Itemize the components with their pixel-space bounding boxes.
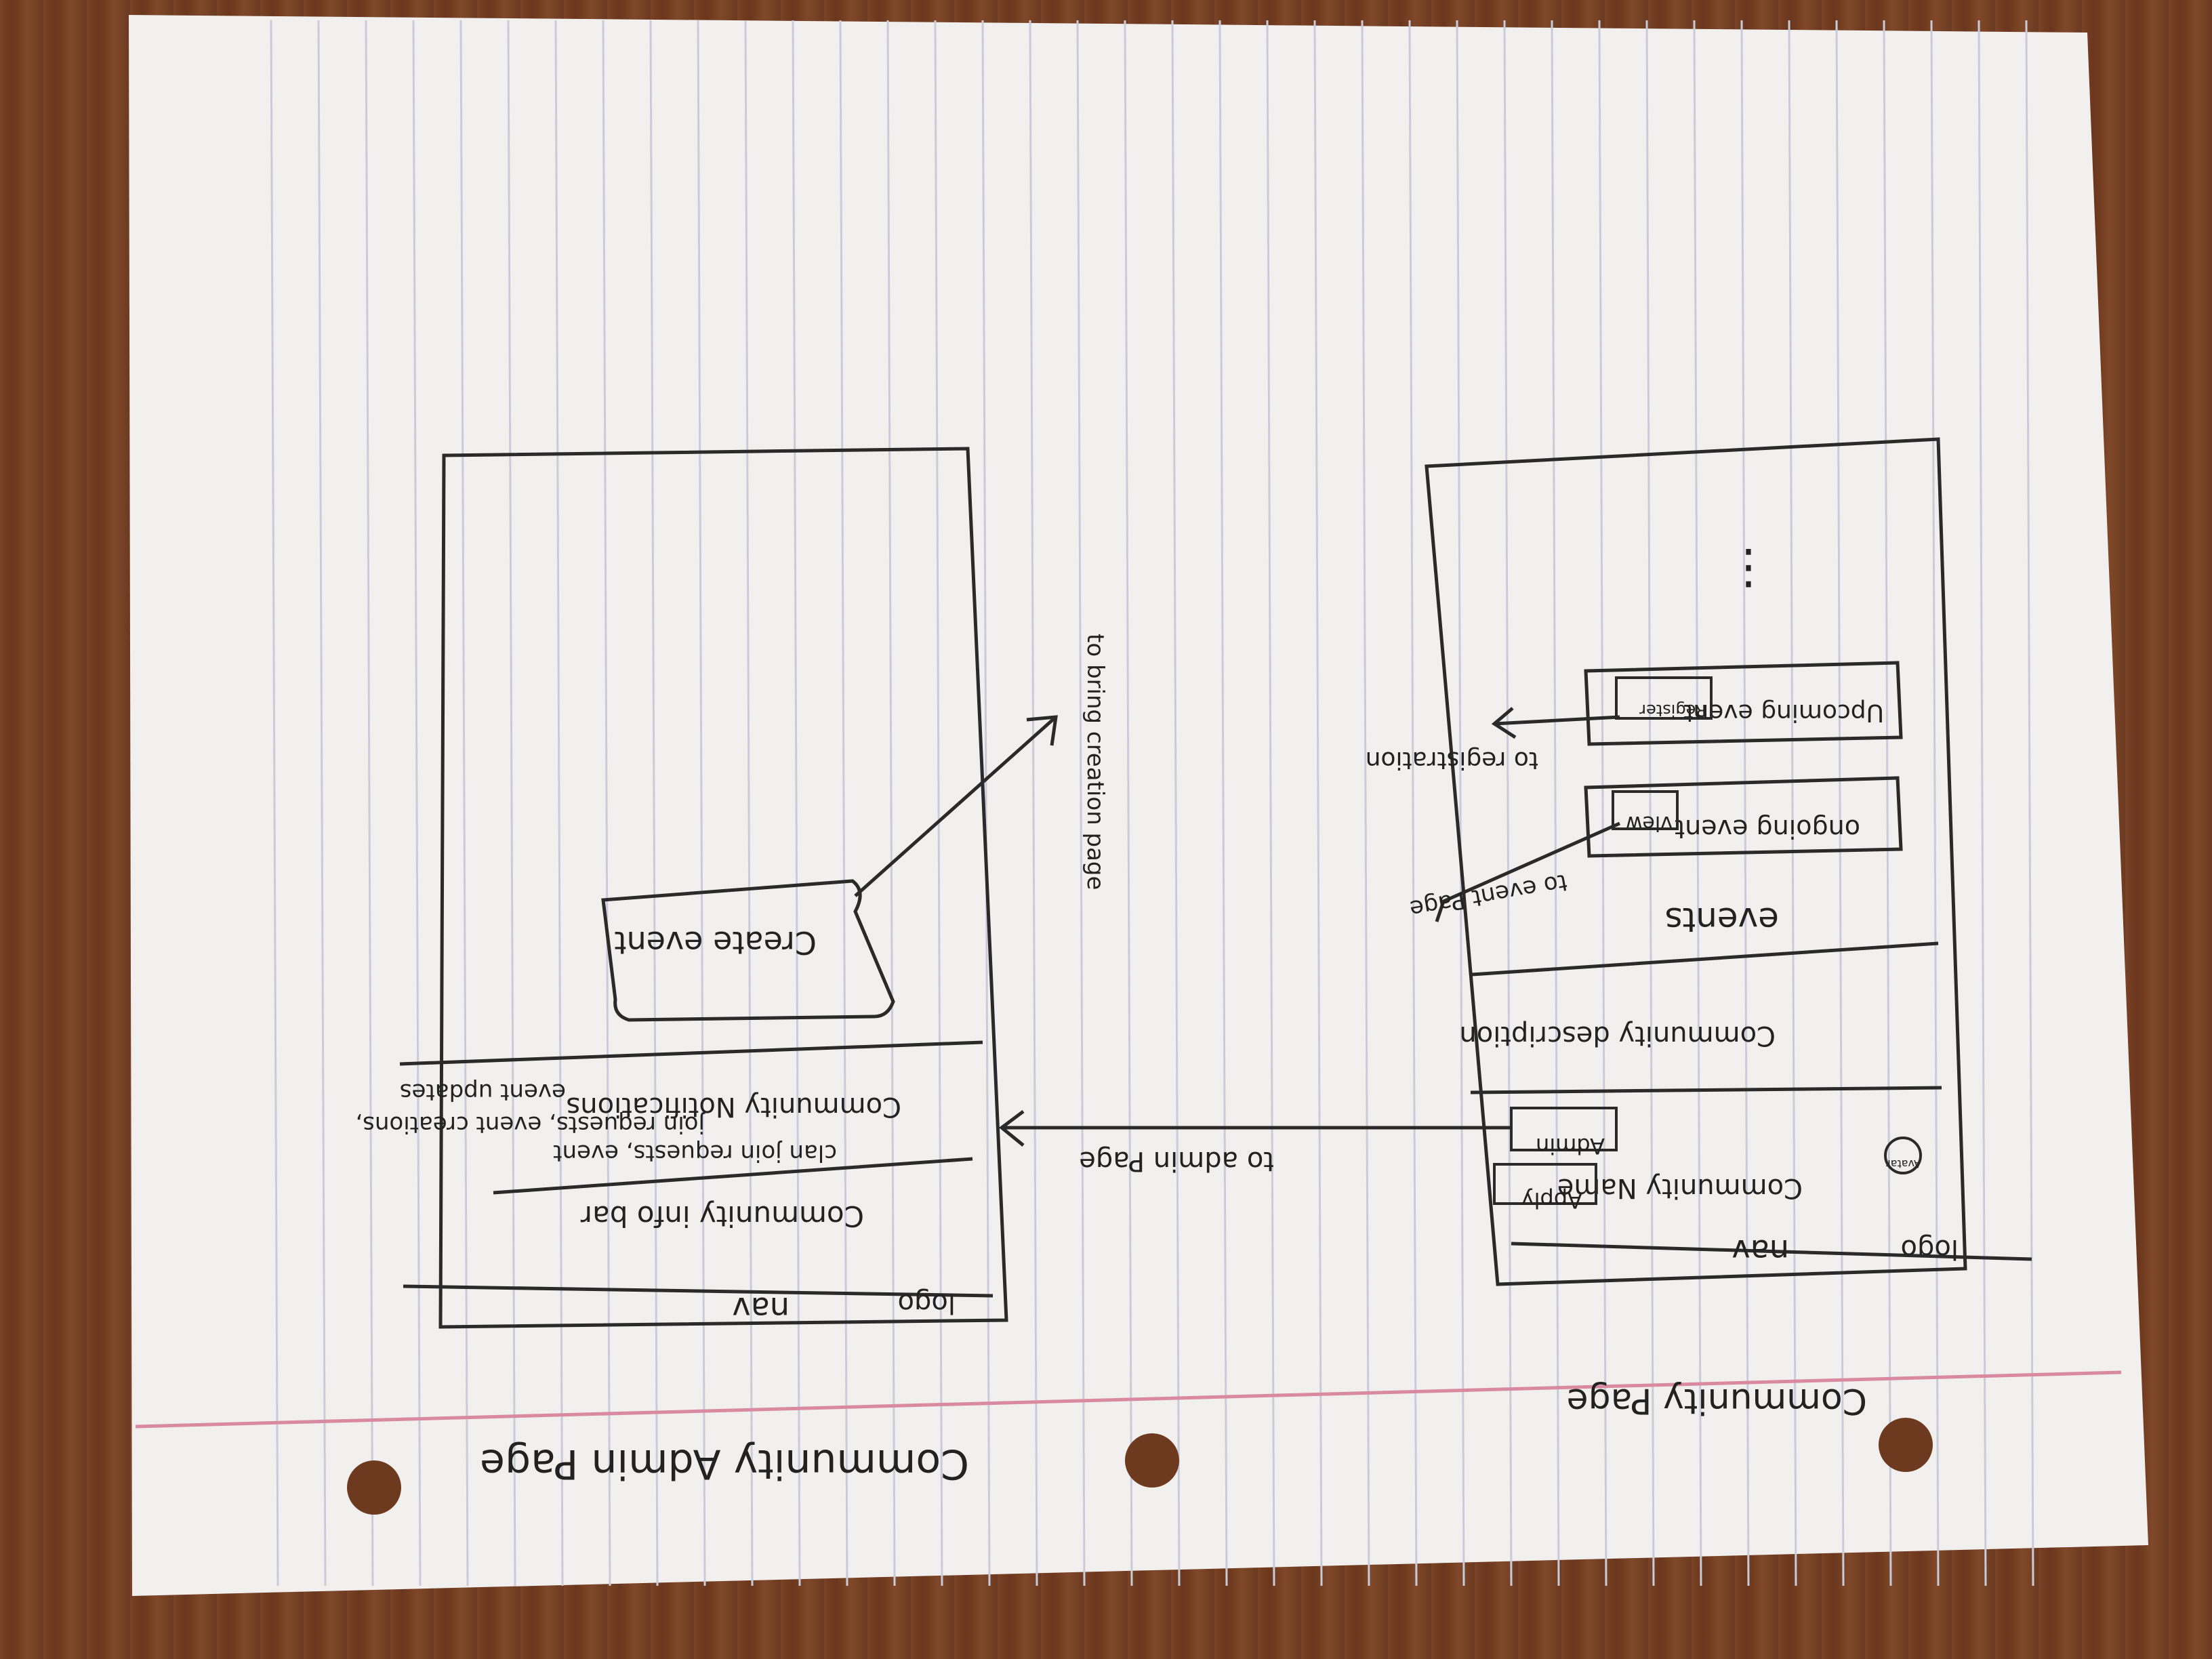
admin-nav-label: nav	[732, 1290, 790, 1327]
community-page-title: Community Page	[1567, 1380, 1867, 1421]
more-events-ellipsis: ⋮	[1725, 539, 1772, 594]
community-wireframe	[998, 437, 2032, 1286]
apply-button[interactable]: Apply	[1521, 1187, 1582, 1213]
events-header: events	[1665, 900, 1779, 939]
punch-hole	[1125, 1433, 1179, 1488]
community-name-label: Community Name	[1557, 1172, 1803, 1204]
punch-hole	[347, 1460, 401, 1515]
admin-notifications-line1: clan join requests, event	[553, 1139, 837, 1166]
admin-wireframe	[399, 447, 1058, 1329]
punch-hole	[1879, 1418, 1933, 1472]
admin-notifications-title: Community Notifications	[566, 1091, 901, 1122]
create-event-button[interactable]: Create event	[615, 924, 817, 961]
admin-info-label: Community info bar	[580, 1200, 864, 1233]
admin-page-title: Community Admin Page	[480, 1440, 969, 1488]
to-registration-label: to registration	[1366, 746, 1538, 774]
ongoing-event-label: ongoing event	[1675, 814, 1860, 844]
admin-create-note: to bring creation page	[1082, 634, 1109, 890]
admin-button[interactable]: Admin	[1536, 1133, 1605, 1159]
admin-notifications-line2: join requests, event creations,	[355, 1111, 705, 1138]
community-nav-label: nav	[1732, 1233, 1789, 1269]
view-button[interactable]: view	[1626, 811, 1673, 835]
community-description-label: Community description	[1459, 1020, 1776, 1051]
paper-sheet	[129, 15, 2148, 1596]
upcoming-event-label: Upcoming event	[1683, 699, 1884, 726]
admin-logo-label: logo	[898, 1288, 956, 1319]
community-logo-label: logo	[1901, 1233, 1959, 1265]
admin-notifications-line3: event updates	[400, 1078, 566, 1105]
avatar	[1884, 1136, 1922, 1174]
to-admin-label: to admin Page	[1079, 1145, 1274, 1176]
margin-line	[135, 1370, 2122, 1429]
avatar-label: Avatar	[1886, 1158, 1921, 1170]
register-button[interactable]: Register	[1639, 701, 1706, 720]
